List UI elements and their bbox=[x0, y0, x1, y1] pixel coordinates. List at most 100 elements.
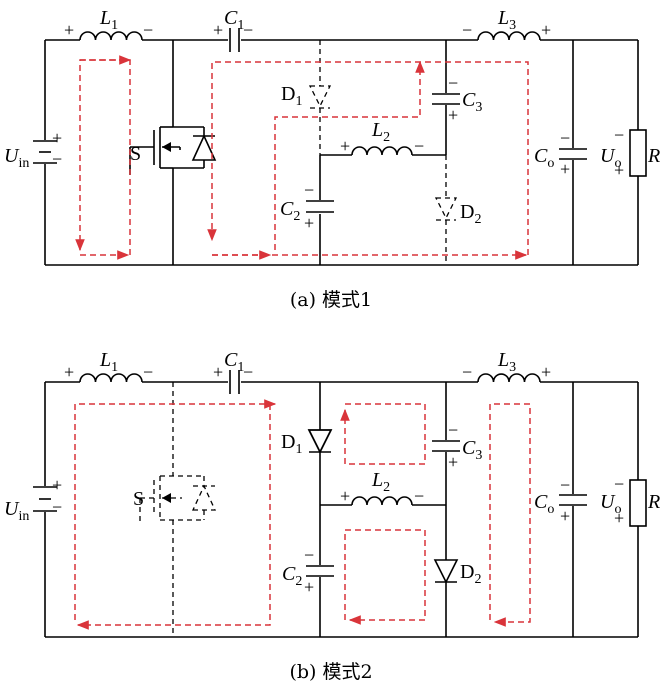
label-c3: C3 bbox=[462, 437, 482, 463]
sign: + bbox=[64, 20, 74, 40]
sign: + bbox=[614, 160, 624, 180]
label-l1: L1 bbox=[99, 7, 118, 33]
label-l2: L2 bbox=[371, 119, 390, 145]
label-uo: Uo bbox=[600, 145, 621, 171]
panel-a-l3-inductor-icon bbox=[477, 31, 541, 41]
panel-b-l2-inductor-icon bbox=[351, 496, 413, 506]
panel-a-r-resistor-icon bbox=[629, 129, 647, 177]
sign: − bbox=[560, 128, 570, 148]
sign: + bbox=[52, 475, 62, 495]
sign: − bbox=[304, 180, 314, 200]
panel-a-inactive-branches bbox=[308, 40, 458, 265]
sign: − bbox=[448, 73, 458, 93]
label-co: Co bbox=[534, 145, 554, 171]
panel-b-switch-icon bbox=[139, 382, 217, 637]
sign: + bbox=[64, 362, 74, 382]
panel-b-path-1 bbox=[74, 399, 277, 620]
panel-b: + − + − − + + − − + − + − + + − − + L1 C… bbox=[4, 349, 660, 683]
sign: + bbox=[614, 508, 624, 528]
label-l3: L3 bbox=[497, 349, 516, 375]
label-c2: C2 bbox=[280, 198, 300, 224]
sign: + bbox=[213, 20, 223, 40]
panel-b-path-3 bbox=[344, 529, 426, 625]
panel-a-d1-diode-icon bbox=[308, 85, 332, 108]
label-d1: D1 bbox=[281, 83, 302, 109]
panel-a-path-1 bbox=[75, 59, 131, 255]
panel-b-polarity-signs: + − + − − + + − − + − + − + + − − + bbox=[52, 362, 624, 597]
sign: + bbox=[448, 105, 458, 125]
label-d2: D2 bbox=[460, 561, 481, 587]
panel-a-path-2 bbox=[207, 61, 529, 255]
sign: − bbox=[560, 475, 570, 495]
sign: − bbox=[243, 362, 253, 382]
label-uin: Uin bbox=[4, 145, 29, 171]
panel-b-uin-source-icon bbox=[33, 486, 57, 512]
sign: + bbox=[340, 136, 350, 156]
panel-b-wires bbox=[44, 381, 639, 638]
sign: − bbox=[414, 136, 424, 156]
label-l2: L2 bbox=[371, 469, 390, 495]
panel-b-d2-diode-icon bbox=[433, 559, 459, 584]
label-uo: Uo bbox=[600, 491, 621, 517]
sign: − bbox=[304, 545, 314, 565]
panel-a-co-capacitor-icon bbox=[559, 148, 587, 160]
label-r: R bbox=[647, 145, 660, 167]
label-d2: D2 bbox=[460, 201, 481, 227]
panel-b-co-capacitor-icon bbox=[559, 494, 587, 506]
label-r: R bbox=[647, 491, 660, 513]
sign: + bbox=[340, 486, 350, 506]
sign: − bbox=[462, 20, 472, 40]
sign: − bbox=[614, 474, 624, 494]
panel-a-current-paths bbox=[75, 55, 529, 260]
sign: − bbox=[462, 362, 472, 382]
panel-a-l2-inductor-icon bbox=[351, 146, 413, 156]
sign: + bbox=[304, 213, 314, 233]
panel-b-caption: (b) 模式2 bbox=[289, 661, 372, 683]
sign: − bbox=[52, 149, 62, 169]
sign: + bbox=[213, 362, 223, 382]
sign: + bbox=[560, 506, 570, 526]
panel-a-path-3 bbox=[274, 60, 425, 250]
panel-a-c3-capacitor-icon bbox=[432, 93, 460, 105]
label-l3: L3 bbox=[497, 7, 516, 33]
sign: − bbox=[448, 420, 458, 440]
panel-b-c1-capacitor-icon bbox=[229, 370, 240, 394]
label-c1: C1 bbox=[224, 7, 244, 33]
panel-b-labels: L1 C1 L3 L2 D1 C3 C2 D2 Co Uo R Uin S bbox=[4, 349, 660, 589]
sign: − bbox=[143, 20, 153, 40]
sign: − bbox=[243, 20, 253, 40]
sign: + bbox=[560, 159, 570, 179]
panel-a-c1-capacitor-icon bbox=[229, 28, 240, 52]
panel-a: + − + − − + + − − + − + − + + − − + L1 C… bbox=[4, 7, 660, 311]
label-c3: C3 bbox=[462, 89, 482, 115]
panel-b-path-1b bbox=[76, 404, 271, 630]
panel-b-path-2 bbox=[340, 403, 426, 465]
sign: − bbox=[143, 362, 153, 382]
panel-a-uin-source-icon bbox=[33, 140, 57, 164]
sign: − bbox=[414, 486, 424, 506]
sign: − bbox=[52, 497, 62, 517]
sign: + bbox=[304, 577, 314, 597]
panel-b-c3-capacitor-icon bbox=[432, 440, 460, 452]
label-c2: C2 bbox=[282, 563, 302, 589]
panel-b-d1-diode-icon bbox=[307, 429, 333, 454]
panel-a-wires bbox=[44, 39, 639, 266]
panel-b-path-4 bbox=[489, 403, 531, 627]
label-s: S bbox=[133, 488, 144, 510]
label-l1: L1 bbox=[99, 349, 118, 375]
panel-a-d2-diode-icon bbox=[434, 197, 458, 220]
label-co: Co bbox=[534, 491, 554, 517]
sign: + bbox=[448, 452, 458, 472]
panel-a-c2-capacitor-icon bbox=[306, 200, 334, 213]
panel-b-l1-inductor-icon bbox=[79, 373, 143, 383]
panel-a-switch-icon bbox=[129, 120, 217, 175]
panel-a-caption: (a) 模式1 bbox=[290, 289, 372, 311]
label-s: S bbox=[130, 143, 141, 165]
panel-b-r-resistor-icon bbox=[629, 479, 647, 527]
sign: − bbox=[614, 125, 624, 145]
panel-b-current-paths bbox=[74, 399, 531, 630]
label-uin: Uin bbox=[4, 498, 29, 524]
panel-a-polarity-signs: + − + − − + + − − + − + − + + − − + bbox=[52, 20, 624, 233]
